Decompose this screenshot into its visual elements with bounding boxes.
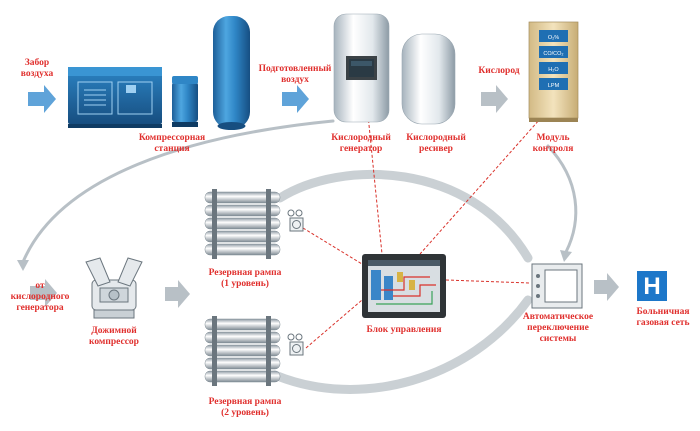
grey-flow-arcs: [21, 119, 578, 394]
label-oxygen: Кислород: [478, 66, 520, 76]
label-air-intake: Забор воздуха: [20, 58, 54, 79]
air-receiver-tank: [213, 16, 250, 130]
arrow-booster-out: [165, 280, 190, 308]
control-lines: [302, 109, 549, 349]
hospital-h-letter: H: [643, 273, 660, 300]
oxygen-generator: [333, 13, 390, 123]
arc-head-booster: [17, 260, 29, 271]
label-reserve-ramp-2: Резервная рампа (2 уровень): [208, 397, 282, 418]
control-panel: [362, 254, 446, 318]
arrow-to-hospital: [594, 273, 619, 301]
arrow-from-generator: [30, 279, 57, 307]
label-oxygen-generator: Кислородный генератор: [331, 133, 391, 154]
grey-arrows: [30, 85, 619, 308]
oxygen-receiver: [401, 33, 456, 125]
arc-module-to-switch: [546, 144, 578, 254]
row-o2: O₂%: [548, 35, 559, 41]
blue-arrows: [28, 85, 309, 113]
line-panel-switch: [445, 279, 531, 284]
reserve-ramp-1: [204, 189, 304, 259]
row-h2o: H₂O: [548, 67, 559, 73]
arrow-oxygen: [481, 85, 508, 113]
label-control-unit: Блок управления: [366, 325, 442, 335]
booster-compressor: [85, 257, 143, 319]
arc-ramp1-to-switch: [275, 169, 533, 263]
label-from-generator: от кислородного генератора: [10, 281, 70, 313]
label-control-module: Модуль контроля: [532, 133, 574, 154]
line-generator-panel: [367, 114, 383, 255]
arc-head-switch: [560, 250, 572, 262]
reserve-ramp-2: [204, 316, 304, 386]
line-module-panel: [419, 109, 549, 255]
line-ramp2-panel: [305, 299, 363, 349]
hospital-sign: H: [637, 271, 667, 301]
auto-switch-unit: [531, 263, 583, 309]
row-lpm: LPM: [548, 83, 560, 89]
compressor-station: [68, 67, 198, 128]
label-reserve-ramp-1: Резервная рампа (1 уровень): [208, 268, 282, 289]
label-compressor-station: Компрессорная станция: [138, 133, 206, 154]
label-oxygen-receiver: Кислородный ресивер: [406, 133, 466, 154]
arrow-air-intake: [28, 85, 56, 113]
label-auto-switch: Автоматическое переключение системы: [522, 312, 594, 344]
label-hospital-network: Больничная газовая сеть: [636, 307, 690, 328]
arrow-prepared-air: [282, 85, 309, 113]
arc-generator-to-booster: [21, 119, 335, 264]
control-module: O₂% CO/CO₂ H₂O LPM: [528, 21, 579, 122]
row-co: CO/CO₂: [543, 51, 563, 57]
control-module-rows: O₂% CO/CO₂ H₂O LPM: [539, 30, 568, 90]
label-booster-compressor: Дожимной компрессор: [89, 326, 139, 347]
line-ramp1-panel: [302, 227, 363, 265]
arc-ramp2-to-switch: [270, 295, 533, 394]
label-prepared-air: Подготовленный воздух: [258, 64, 332, 85]
